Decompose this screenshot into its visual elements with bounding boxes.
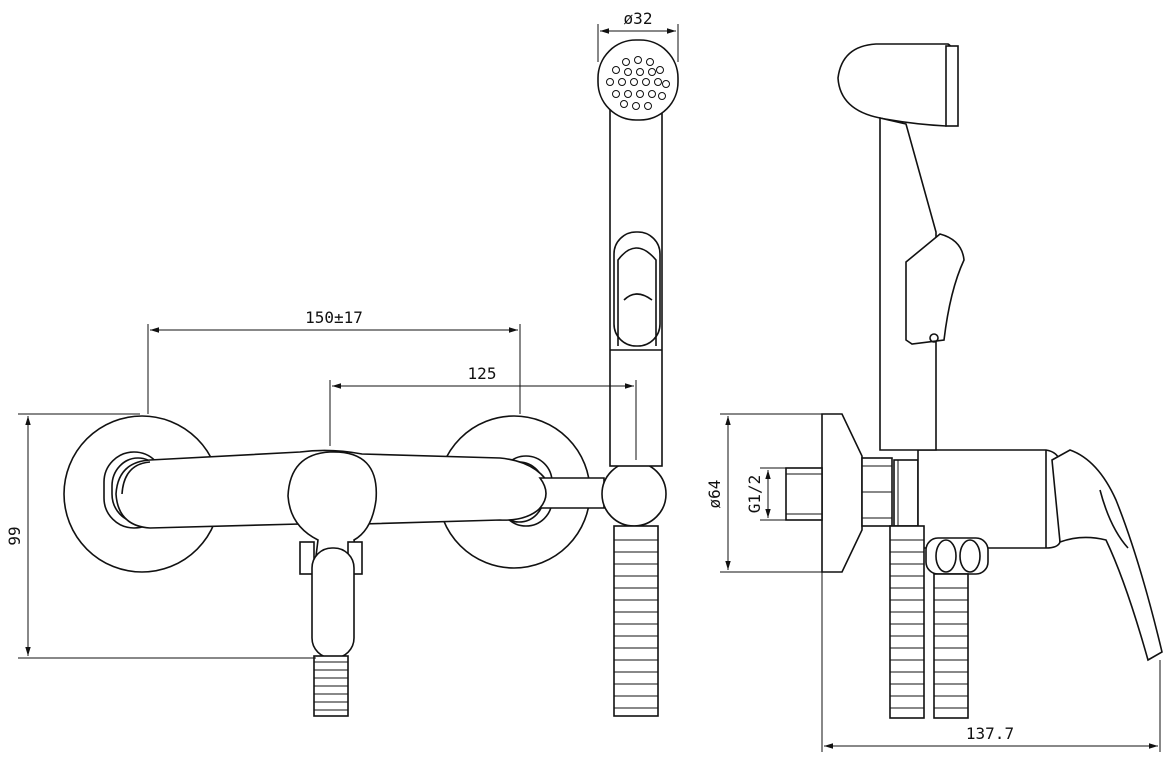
dim-1377-label: 137.7 — [966, 724, 1014, 743]
spray-nozzles — [606, 56, 670, 110]
side-valve-body — [917, 449, 1061, 549]
lever-handle — [287, 451, 378, 659]
dim-spacing: 150±17 — [147, 308, 521, 414]
lower-hose — [313, 655, 349, 717]
dim-thread: G1/2 — [745, 467, 786, 521]
dim-thread-label: G1/2 — [745, 475, 764, 514]
side-view — [785, 43, 1163, 719]
dim-64-label: ø64 — [705, 480, 724, 509]
dim-32-label: ø32 — [624, 9, 653, 28]
side-lever — [1051, 449, 1163, 662]
dim-99-label: 99 — [5, 526, 24, 545]
dim-99: 99 — [5, 413, 316, 659]
side-flange — [821, 413, 863, 573]
holder-joint — [601, 461, 667, 527]
hand-shower — [597, 39, 679, 467]
side-hand-shower — [837, 43, 965, 451]
dim-32: ø32 — [597, 9, 679, 62]
dim-125-label: 125 — [468, 364, 497, 383]
side-hose-right — [933, 573, 969, 719]
dim-1377: 137.7 — [821, 572, 1161, 752]
side-outlet — [925, 537, 989, 575]
side-hose-left — [889, 525, 925, 719]
dim-125: 125 — [329, 364, 637, 460]
threaded-inlet — [785, 467, 823, 521]
outlet-pipe — [538, 477, 605, 509]
front-view — [63, 39, 679, 717]
dim-64: ø64 — [705, 413, 822, 573]
shower-hose — [613, 525, 659, 717]
dim-spacing-label: 150±17 — [305, 308, 363, 327]
